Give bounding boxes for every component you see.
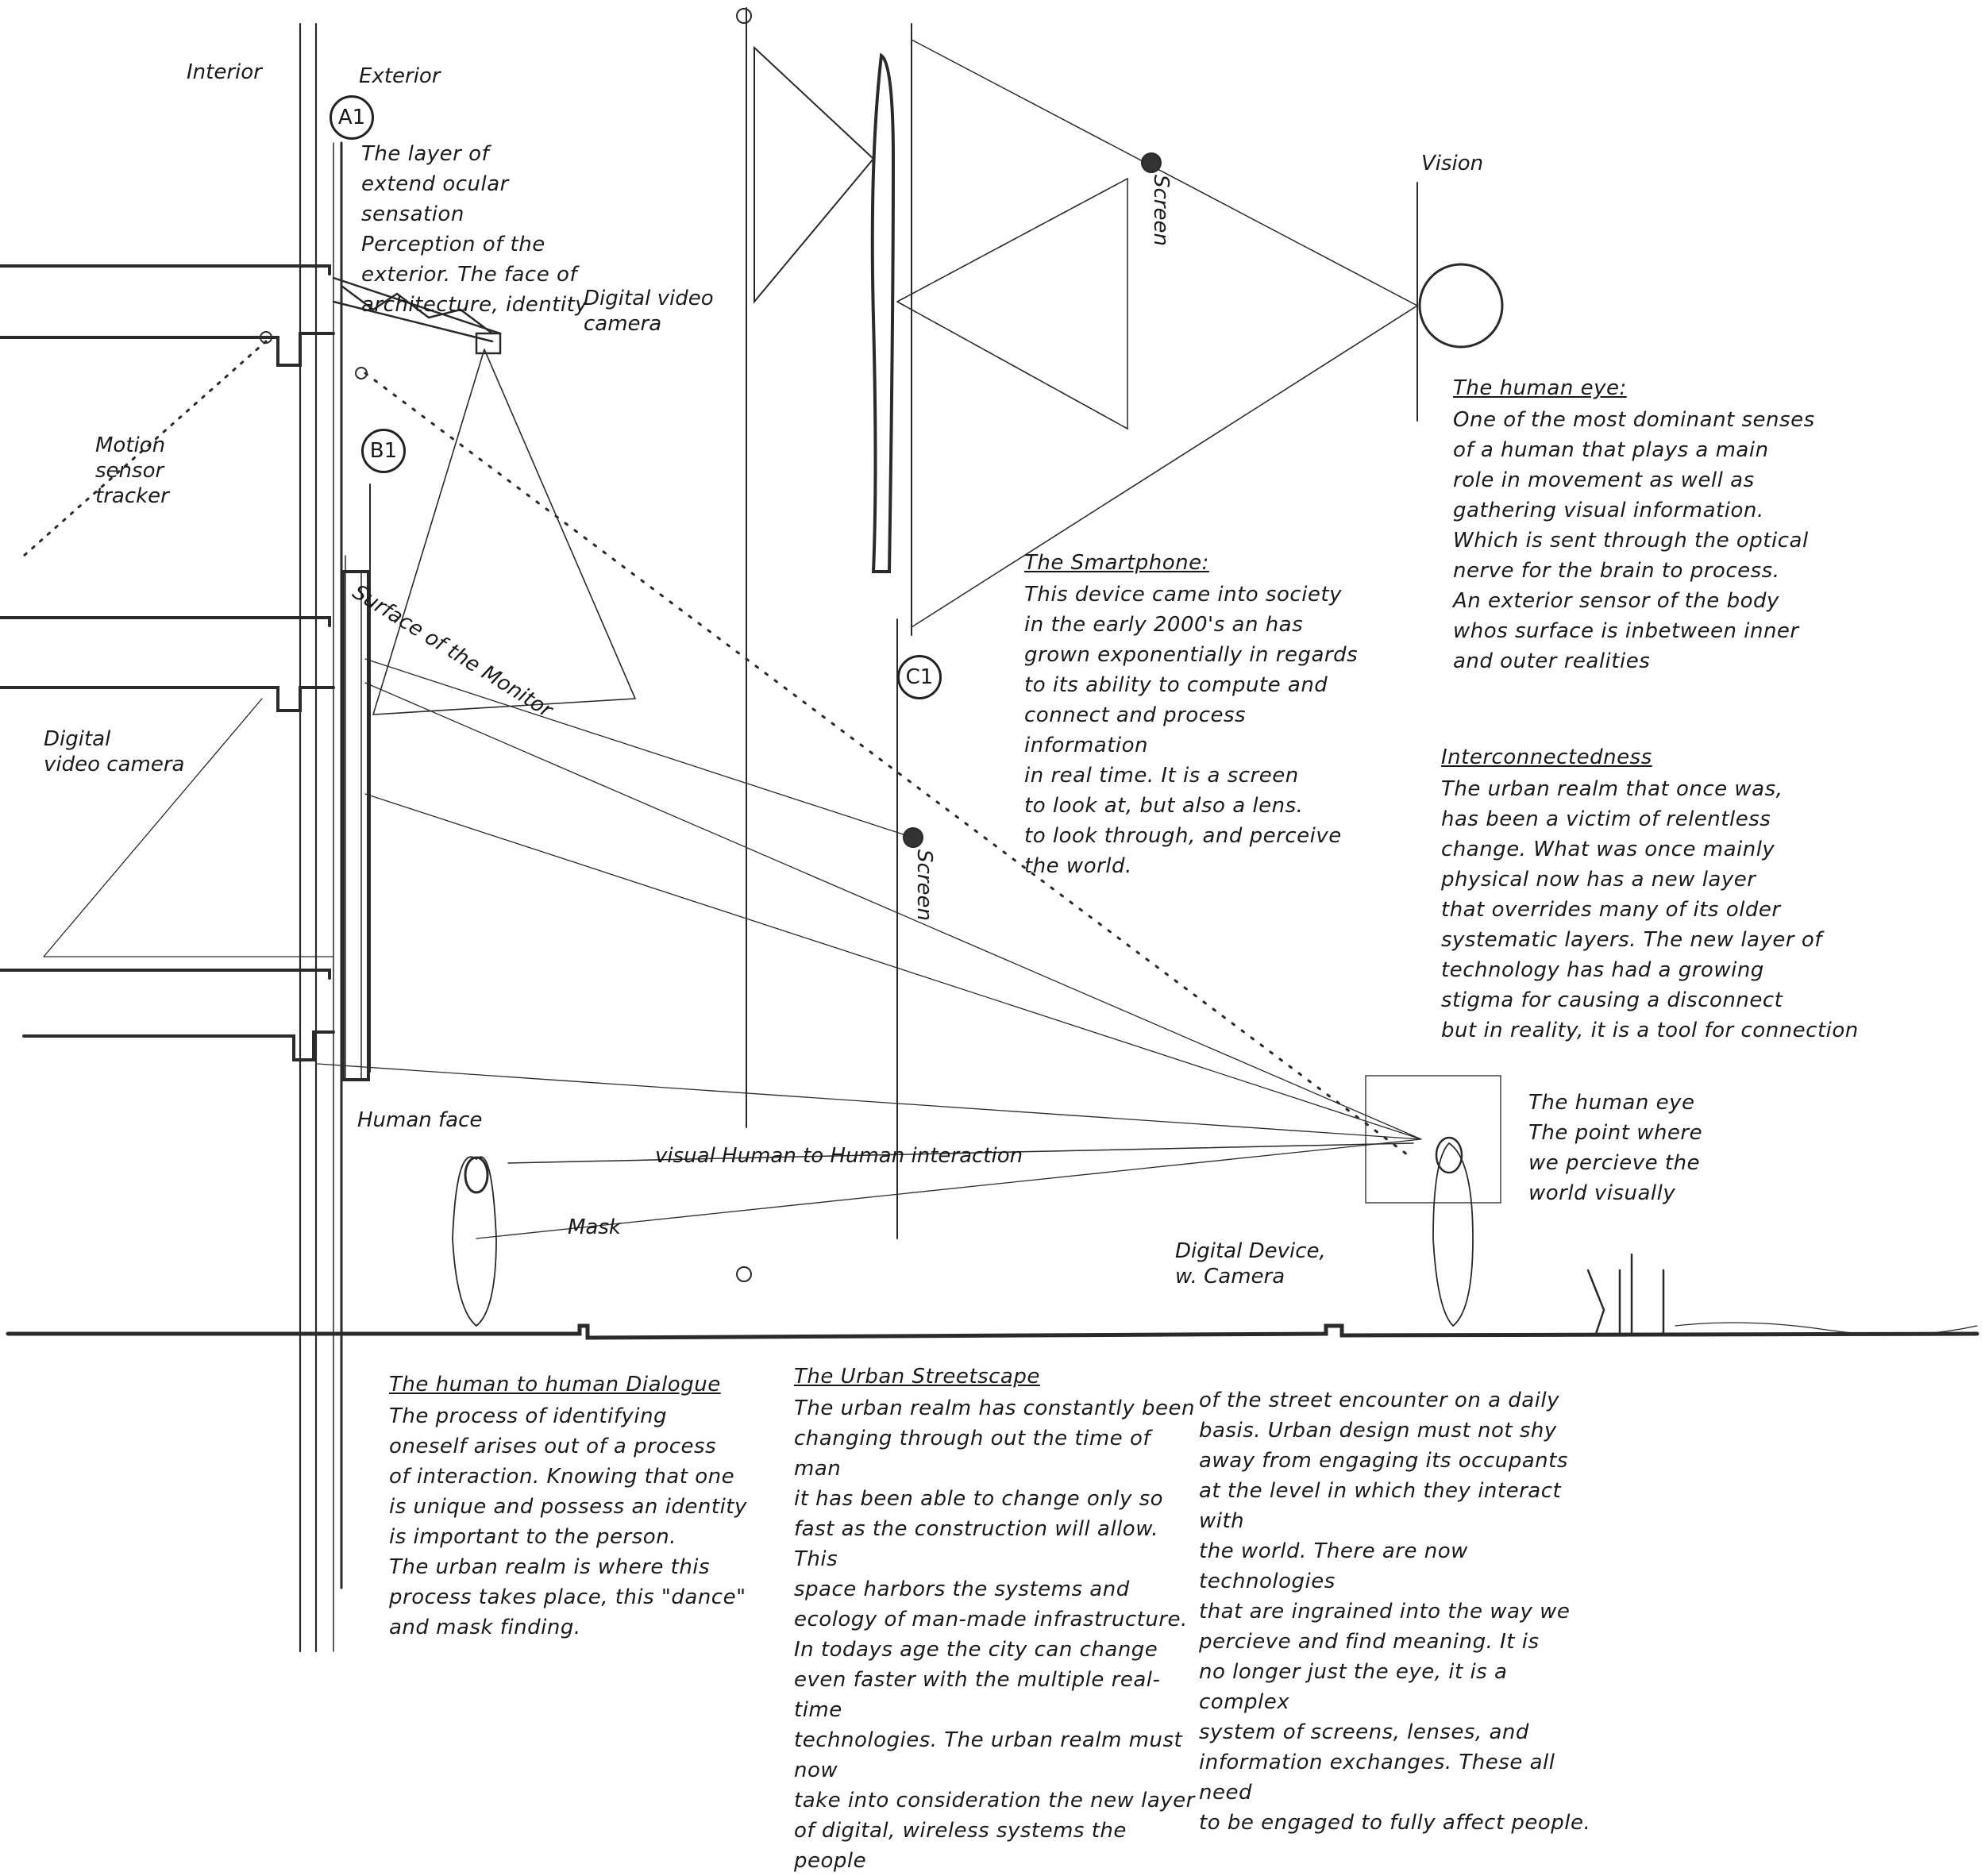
datum-marker: [736, 1266, 752, 1282]
camera-fov-cone: [372, 349, 636, 715]
street-furniture: [1586, 1253, 1665, 1335]
facade-monitor: [341, 570, 370, 1081]
digital-video-camera-left-label: Digital video camera: [44, 727, 185, 776]
note-smartphone-heading: The Smartphone:: [1024, 551, 1209, 575]
note-interconnectedness-body: The urban realm that once was, has been …: [1441, 777, 1859, 1042]
human-head-right: [1435, 1136, 1463, 1174]
human-face-mask: [464, 1156, 489, 1194]
interior-label: Interior: [187, 60, 262, 84]
note-a1-layer-body: The layer of extend ocular sensation Per…: [361, 142, 588, 317]
mask-label: Mask: [568, 1215, 621, 1239]
marker-a1: A1: [330, 95, 374, 140]
sight-lines: [896, 39, 1418, 628]
human-face-label: Human face: [357, 1108, 483, 1132]
converging-lines: [317, 658, 1422, 1239]
note-interconnectedness-heading: Interconnectedness: [1441, 745, 1652, 769]
screen-marker-top: [1141, 152, 1162, 173]
note-human-eye: The human eye: One of the most dominant …: [1453, 373, 1818, 676]
screen-label-top: Screen: [1149, 175, 1173, 246]
marker-b1: B1: [361, 429, 406, 473]
ground-line: [6, 1323, 1979, 1340]
eye-drawing: [1418, 263, 1504, 349]
note-streetscape: The Urban Streetscape The urban realm ha…: [794, 1362, 1199, 1876]
left-triangle-lines: [43, 698, 334, 957]
note-smartphone: The Smartphone: This device came into so…: [1024, 548, 1366, 881]
motion-sensor-label: Motion sensor tracker: [95, 433, 169, 508]
sight-lines-dashed: [896, 178, 1128, 430]
note-streetscape-continued-body: of the street encounter on a daily basis…: [1199, 1389, 1591, 1835]
human-figure-right: [1432, 1142, 1474, 1327]
note-human-eye-body: One of the most dominant senses of a hum…: [1453, 408, 1815, 673]
note-a1-layer: The layer of extend ocular sensation Per…: [361, 139, 615, 320]
marker-c1: C1: [897, 655, 942, 699]
digital-video-camera-top-label: Digital video camera: [584, 287, 714, 336]
floor-slab-2: [0, 616, 335, 712]
note-interconnectedness: Interconnectedness The urban realm that …: [1441, 742, 1886, 1046]
note-streetscape-continued: of the street encounter on a daily basis…: [1199, 1385, 1596, 1838]
camera-box-top: [475, 332, 502, 355]
visual-interaction-label: visual Human to Human interaction: [655, 1144, 1023, 1168]
screen-label-mid: Screen: [912, 849, 936, 921]
ground-texture: [1675, 1322, 1978, 1336]
human-figure-left: [452, 1156, 497, 1327]
floor-slab-1: [0, 264, 335, 367]
smartphone-body: [870, 52, 896, 573]
note-human-eye-point-body: The human eye The point where we perciev…: [1528, 1091, 1703, 1205]
exterior-label: Exterior: [359, 64, 441, 88]
note-dialogue-body: The process of identifying oneself arise…: [389, 1404, 747, 1639]
canopy-truss: [332, 276, 502, 343]
note-dialogue: The human to human Dialogue The process …: [389, 1369, 754, 1643]
datum-marker: [736, 8, 752, 24]
view-triangle: [754, 45, 875, 304]
long-dotted-line: [364, 372, 1415, 1161]
note-smartphone-body: This device came into society in the ear…: [1024, 583, 1359, 878]
note-dialogue-heading: The human to human Dialogue: [389, 1373, 721, 1396]
floor-slab-3: [0, 969, 335, 1061]
digital-device-label: Digital Device, w. Camera: [1175, 1239, 1326, 1289]
motion-tracker-dotted: [22, 340, 268, 557]
interaction-line: [507, 1142, 1414, 1164]
note-human-eye-heading: The human eye:: [1453, 376, 1627, 400]
vision-label: Vision: [1421, 152, 1484, 175]
section-sketch-drawing: [0, 7, 1979, 1653]
note-human-eye-point: The human eye The point where we perciev…: [1528, 1088, 1783, 1208]
note-streetscape-body: The urban realm has constantly been chan…: [794, 1396, 1195, 1873]
eye-zone-box: [1365, 1075, 1501, 1204]
note-streetscape-heading: The Urban Streetscape: [794, 1365, 1040, 1389]
